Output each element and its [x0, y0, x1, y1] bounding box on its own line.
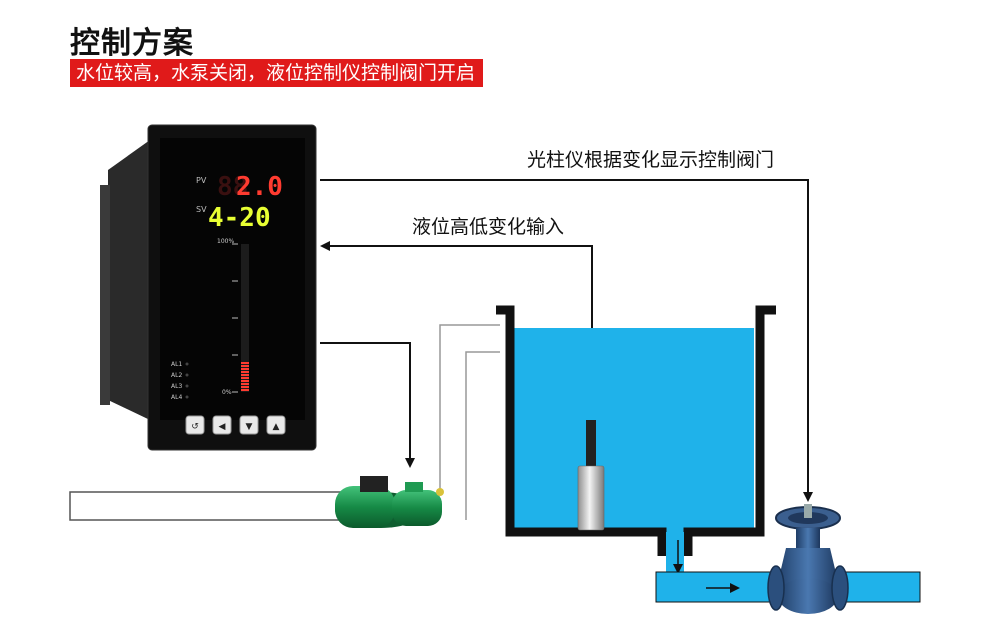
keypad-button-face[interactable]	[185, 415, 205, 435]
scale-top-label: 100%	[217, 238, 234, 245]
pv-ghost-digits: 88	[217, 172, 248, 202]
valve-control-label: 光柱仪根据变化显示控制阀门	[527, 149, 774, 171]
alarm-label: AL3	[171, 383, 182, 390]
level-input-label: 液位高低变化输入	[412, 216, 564, 238]
pump-inlet-pipe-outer	[439, 324, 500, 490]
controller-mount-rail	[100, 185, 110, 405]
bargraph-segment	[241, 374, 249, 376]
controller-display-window	[160, 138, 305, 420]
pump-inlet-port	[405, 482, 423, 492]
level-probe	[577, 420, 605, 531]
alarm-led-icon	[185, 395, 189, 399]
valve-control-line	[320, 179, 813, 502]
tank-water	[510, 328, 754, 532]
pump-inlet-pipe-inner	[465, 351, 500, 520]
water-pump	[335, 476, 444, 528]
alarm-led-icon	[185, 362, 189, 366]
valve-flange-right	[831, 565, 849, 611]
valve-body	[778, 578, 838, 614]
page-subtitle: 水位较高，水泵关闭，液位控制仪控制阀门开启	[70, 59, 484, 87]
sv-value: 4-20	[208, 203, 271, 233]
sv-tag: SV	[196, 205, 207, 214]
bargraph-fill	[241, 362, 249, 391]
keypad-button[interactable]: ◀	[212, 415, 232, 435]
bargraph-segment	[241, 389, 249, 391]
probe-body	[577, 465, 605, 531]
alarm-led-icon	[185, 373, 189, 377]
alarm-led-icon	[185, 384, 189, 388]
valve-stem	[804, 504, 812, 518]
keypad-button-face[interactable]	[266, 415, 286, 435]
bargraph-segment	[241, 380, 249, 382]
keypad-button-face[interactable]	[212, 415, 232, 435]
pump-terminal-box	[360, 476, 388, 492]
bargraph-segment	[241, 371, 249, 373]
keypad-button-face[interactable]	[239, 415, 259, 435]
controller-side-panel	[108, 140, 150, 420]
pump-motor	[335, 486, 395, 528]
left-arrow-icon: ◀	[219, 422, 226, 432]
pump-fitting	[436, 488, 444, 496]
pv-value: 2.0	[236, 172, 283, 202]
bargraph-segment	[241, 377, 249, 379]
water-tank	[496, 305, 776, 576]
page-title: 控制方案	[70, 26, 194, 61]
keypad-button[interactable]: ↺	[185, 415, 205, 435]
alarm-label: AL1	[171, 361, 182, 368]
pump-control-line	[320, 342, 415, 468]
down-arrow-icon: ▼	[246, 422, 253, 432]
up-arrow-icon: ▲	[273, 422, 280, 432]
bargraph-segment	[241, 362, 249, 364]
tank-wall-left	[496, 305, 667, 556]
valve-bonnet	[776, 548, 840, 590]
pump-head	[392, 490, 442, 526]
tank-wall-right	[683, 305, 776, 556]
probe-cable-gland	[586, 420, 596, 468]
tank-drain-water	[666, 532, 684, 576]
pump-outlet-pipe	[69, 491, 371, 521]
bargraph-segment	[241, 386, 249, 388]
valve-yoke	[796, 528, 820, 548]
bargraph-segment	[241, 368, 249, 370]
alarm-label: AL4	[171, 394, 182, 401]
keypad-button[interactable]: ▼	[239, 415, 259, 435]
scale-ticks	[232, 243, 238, 393]
keypad-button[interactable]: ▲	[266, 415, 286, 435]
reset-icon: ↺	[191, 422, 199, 432]
bargraph-segment	[241, 383, 249, 385]
alarm-label: AL2	[171, 372, 182, 379]
controller-keypad: ↺ ◀ ▼ ▲	[185, 415, 286, 435]
bargraph-track	[241, 244, 249, 392]
pv-tag: PV	[196, 176, 207, 185]
gate-valve	[767, 504, 849, 614]
bargraph-segment	[241, 365, 249, 367]
scale-bottom-label: 0%	[222, 389, 232, 396]
valve-flange-left	[767, 565, 785, 611]
